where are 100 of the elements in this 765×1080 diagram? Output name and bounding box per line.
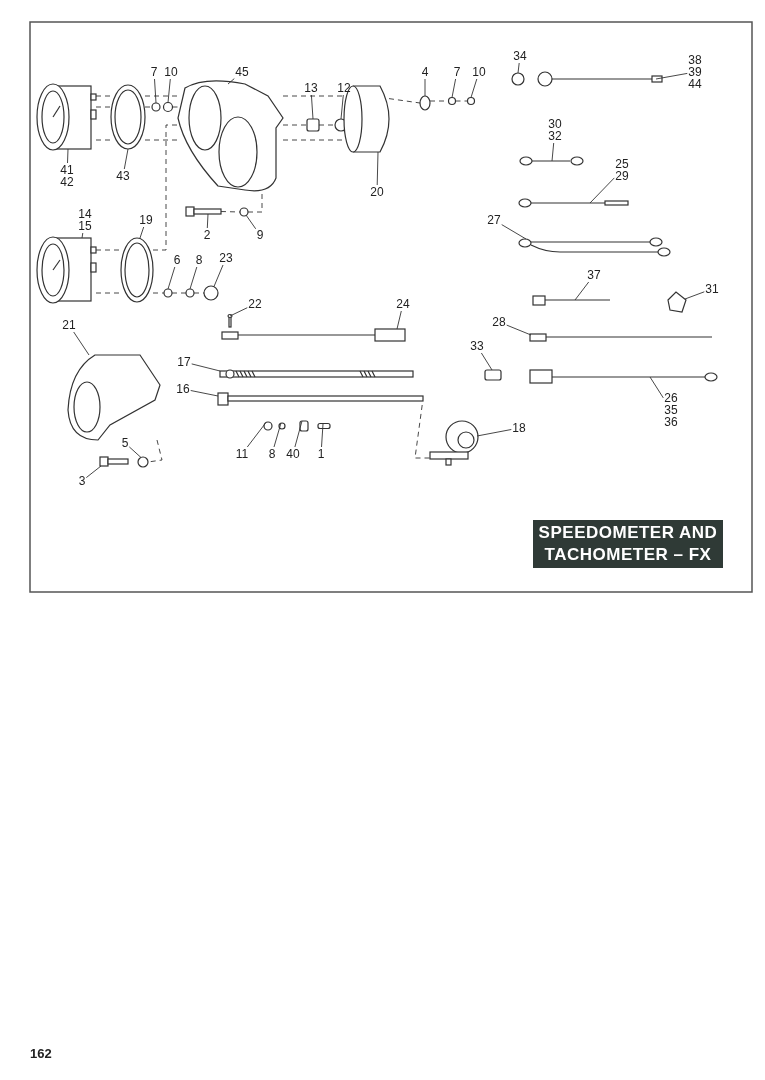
callout-number: 20 bbox=[370, 186, 384, 198]
callout-number: 16 bbox=[176, 383, 190, 395]
callout-number: 30 32 bbox=[548, 118, 562, 142]
bulb bbox=[484, 369, 502, 381]
callout-number: 41 42 bbox=[60, 164, 74, 188]
callout-number: 10 bbox=[472, 66, 486, 78]
assembly-line bbox=[172, 106, 179, 108]
bulb bbox=[511, 72, 525, 86]
leader-line bbox=[128, 446, 142, 458]
leader-line bbox=[574, 281, 590, 301]
leader-line bbox=[167, 266, 176, 290]
leader-line bbox=[213, 264, 224, 287]
assembly-line bbox=[95, 249, 122, 251]
washer bbox=[185, 288, 195, 298]
wire-lead bbox=[518, 198, 629, 208]
callout-number: 4 bbox=[421, 66, 429, 78]
nut bbox=[151, 102, 161, 112]
leader-line bbox=[189, 266, 198, 290]
nut bbox=[263, 421, 273, 431]
leader-line bbox=[273, 422, 282, 448]
callout-number: 13 bbox=[304, 82, 318, 94]
leader-line bbox=[310, 94, 314, 120]
callout-number: 7 bbox=[150, 66, 158, 78]
nut bbox=[447, 96, 457, 106]
leader-line bbox=[376, 151, 379, 186]
leader-line bbox=[451, 78, 457, 98]
bracket bbox=[667, 291, 687, 313]
gauge-housing bbox=[177, 80, 284, 192]
assembly-line bbox=[282, 95, 345, 97]
leader-line bbox=[551, 142, 555, 162]
nut bbox=[466, 96, 476, 106]
leader-line bbox=[190, 390, 219, 397]
assembly-line bbox=[152, 124, 179, 251]
callout-number: 3 bbox=[78, 475, 86, 487]
nut bbox=[203, 285, 219, 301]
callout-number: 12 bbox=[337, 82, 351, 94]
gasket-ring bbox=[110, 84, 146, 150]
spacer bbox=[306, 118, 320, 132]
callout-number: 17 bbox=[177, 356, 191, 368]
assembly-line bbox=[152, 292, 165, 294]
leader-line bbox=[191, 363, 221, 372]
callout-number: 10 bbox=[164, 66, 178, 78]
clip bbox=[299, 420, 309, 432]
leader-line bbox=[340, 94, 344, 120]
callout-number: 6 bbox=[173, 254, 181, 266]
callout-number: 14 15 bbox=[78, 208, 92, 232]
assembly-line bbox=[318, 124, 336, 126]
assembly-line bbox=[282, 139, 345, 141]
assembly-line bbox=[282, 124, 308, 126]
gauge bbox=[36, 236, 97, 304]
callout-number: 22 bbox=[248, 298, 262, 310]
leader-line bbox=[424, 78, 426, 97]
callout-number: 37 bbox=[587, 269, 601, 281]
leader-line bbox=[85, 465, 102, 479]
assembly-line bbox=[388, 98, 421, 104]
leader-line bbox=[229, 307, 248, 317]
leader-line bbox=[480, 352, 493, 371]
washer bbox=[419, 95, 431, 111]
assembly-line bbox=[171, 292, 187, 294]
assembly-line bbox=[193, 292, 205, 294]
lamp-socket-wire bbox=[532, 295, 611, 306]
callout-number: 34 bbox=[513, 50, 527, 62]
callout-number: 25 29 bbox=[615, 158, 629, 182]
pin bbox=[227, 313, 233, 328]
diagram-title: SPEEDOMETER AND TACHOMETER – FX bbox=[533, 520, 723, 568]
bolt bbox=[99, 456, 129, 467]
assembly-line bbox=[95, 292, 122, 294]
nut bbox=[162, 101, 174, 113]
callout-number: 23 bbox=[219, 252, 233, 264]
washer bbox=[278, 422, 286, 430]
leader-line bbox=[506, 324, 532, 336]
callout-number: 7 bbox=[453, 66, 461, 78]
wire-lead bbox=[529, 333, 713, 342]
callout-number: 21 bbox=[62, 319, 76, 331]
leader-line bbox=[154, 78, 157, 104]
callout-number: 2 bbox=[203, 229, 211, 241]
leader-line bbox=[649, 376, 664, 399]
screw bbox=[317, 422, 331, 430]
drive-unit bbox=[429, 420, 479, 466]
callout-number: 33 bbox=[470, 340, 484, 352]
leader-line bbox=[139, 226, 145, 239]
callout-number: 11 bbox=[235, 448, 249, 460]
callout-number: 18 bbox=[512, 422, 526, 434]
leader-line bbox=[684, 291, 705, 300]
callout-number: 19 bbox=[139, 214, 153, 226]
leader-line bbox=[123, 148, 129, 170]
wire-lead bbox=[519, 156, 584, 166]
gauge bbox=[36, 83, 97, 151]
callout-number: 43 bbox=[116, 170, 130, 182]
leader-line bbox=[245, 214, 257, 230]
leader-line bbox=[517, 62, 520, 74]
washer bbox=[137, 456, 149, 468]
leader-line bbox=[246, 422, 267, 448]
callout-number: 5 bbox=[121, 437, 129, 449]
callout-number: 40 bbox=[286, 448, 300, 460]
leader-line bbox=[167, 78, 171, 103]
washer bbox=[239, 207, 249, 217]
callout-number: 8 bbox=[195, 254, 203, 266]
callout-number: 45 bbox=[235, 66, 249, 78]
leader-line bbox=[396, 310, 402, 330]
